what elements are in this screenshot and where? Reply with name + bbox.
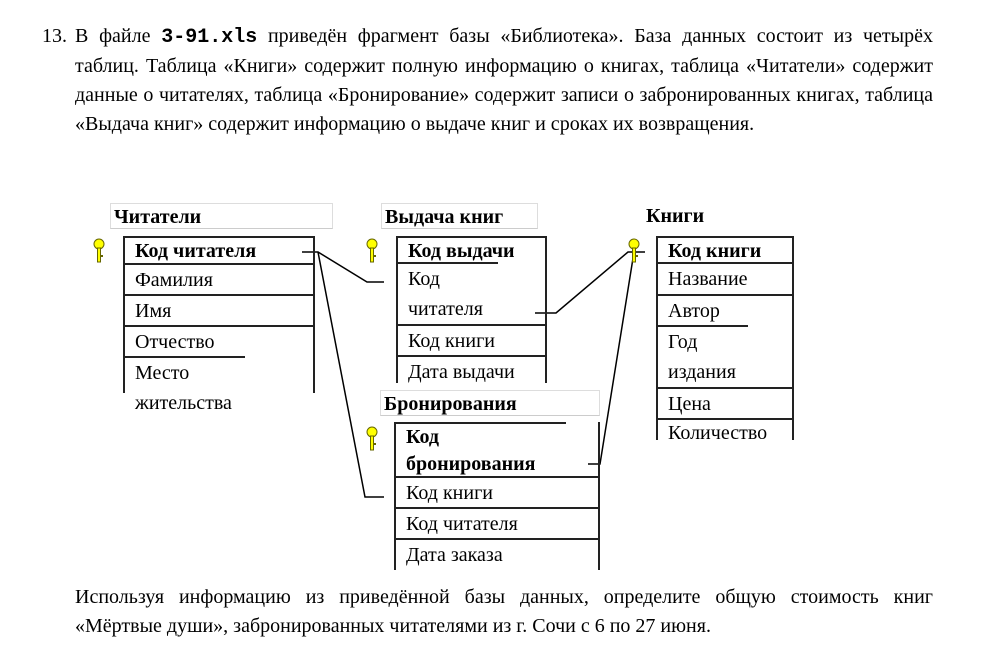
field-surname: Фамилия [125,263,313,294]
field-reader-id: Код читателя [125,236,313,263]
key-icon [93,238,105,263]
field-issue-id: Код выдачи [398,236,545,262]
books-title: Книги [646,205,705,227]
field-price: Цена [658,387,792,418]
bookings-title: Бронирования [380,390,600,416]
file-name: 3-91.xls [161,26,258,49]
issues-title: Выдача книг [381,203,538,229]
field-reader-id: Код читателя [398,262,498,324]
field-residence: Место жительства [125,356,245,418]
key-icon [628,238,640,263]
field-author: Автор [658,294,792,325]
field-quantity: Количество [658,418,792,440]
bookings-table: Код бронирования Код книги Код читателя … [394,422,600,570]
task-question: Используя информацию из приведённой базы… [75,586,933,637]
field-book-id: Код книги [398,324,545,355]
field-book-id: Код книги [396,476,598,507]
task-number: 13. [42,25,67,47]
relation-readers-bookings [317,251,384,498]
books-table: Код книги Название Автор Год издания Цен… [656,236,794,440]
intro-text: В файле [75,25,162,47]
field-title: Название [658,262,792,294]
field-booking-id: Код бронирования [396,422,566,476]
key-icon [366,238,378,263]
intro-text-rest: приведён фрагмент базы «Библиотека». Баз… [75,25,933,135]
readers-title: Читатели [110,203,333,229]
issues-table: Код выдачи Код читателя Код книги Дата в… [396,236,547,383]
readers-table: Код читателя Фамилия Имя Отчество Место … [123,236,315,414]
field-book-id: Код книги [658,236,792,262]
relation-readers-issues [302,251,384,283]
field-name: Имя [125,294,313,325]
field-reader-id: Код читателя [396,507,598,538]
task-intro: В файле 3-91.xls приведён фрагмент базы … [75,22,933,139]
relation-books-bookings [588,251,635,465]
key-icon [366,426,378,451]
field-patronymic: Отчество [125,325,313,356]
field-order-date: Дата заказа [396,538,598,568]
field-year: Год издания [658,325,748,387]
field-issue-date: Дата выдачи [398,355,545,383]
